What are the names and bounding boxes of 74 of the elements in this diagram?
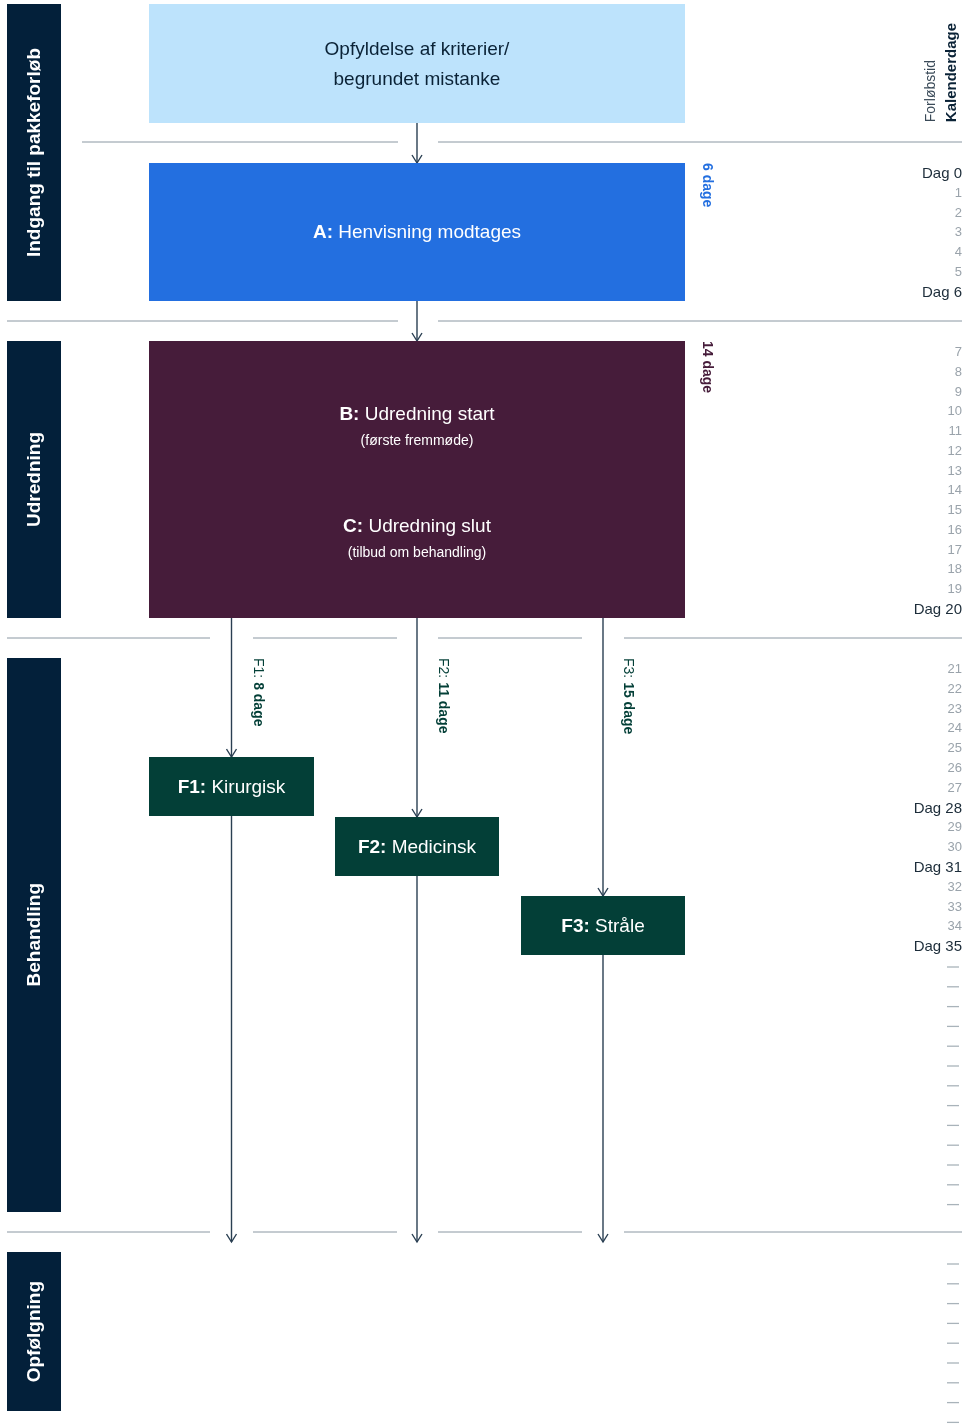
arrow bbox=[597, 954, 609, 1243]
step-title: Opfyldelse af kriterier/ begrundet mistanke bbox=[323, 36, 511, 91]
day-number: 22 bbox=[947, 680, 962, 696]
arrow bbox=[225, 617, 238, 758]
step-title: F1: Kirurgisk bbox=[177, 774, 286, 799]
step-subtitle: (første fremmøde) bbox=[360, 430, 474, 449]
day-number: 16 bbox=[947, 521, 962, 537]
day-number: 25 bbox=[947, 740, 962, 756]
step-title: F2: Medicinsk bbox=[357, 834, 477, 859]
day-number: 18 bbox=[947, 561, 962, 577]
step-title: C: Udredning slut bbox=[343, 513, 491, 538]
phase-title: Opfølgning bbox=[23, 1280, 45, 1383]
phase-band bbox=[7, 1252, 61, 1411]
day-milestone: Dag 0 bbox=[921, 164, 962, 181]
day-number: 3 bbox=[954, 224, 962, 240]
process-box bbox=[149, 757, 314, 816]
day-number: 33 bbox=[947, 898, 962, 914]
day-number: 11 bbox=[948, 423, 962, 439]
edge-label: F3: 15 dage bbox=[621, 658, 637, 735]
arrow bbox=[411, 300, 423, 342]
arrow bbox=[411, 617, 423, 818]
day-number: 9 bbox=[954, 383, 962, 399]
step-title: F3: Stråle bbox=[561, 913, 645, 938]
day-number: 13 bbox=[947, 462, 962, 478]
day-number: 1 bbox=[954, 184, 962, 200]
process-box bbox=[149, 4, 685, 123]
phase-title: Behandling bbox=[23, 883, 45, 987]
column-header: Forløbstid bbox=[922, 59, 938, 122]
day-milestone: Dag 28 bbox=[913, 798, 962, 816]
day-number: 17 bbox=[947, 541, 962, 557]
phase-title: Udredning bbox=[23, 432, 45, 527]
duration-label: 6 dage bbox=[700, 163, 716, 208]
process-box bbox=[335, 817, 499, 876]
day-number: 5 bbox=[954, 264, 962, 279]
day-number: 30 bbox=[947, 839, 962, 855]
day-number: 26 bbox=[947, 760, 962, 775]
arrow bbox=[225, 815, 238, 1243]
day-number: 14 bbox=[947, 482, 962, 498]
day-milestone: Dag 20 bbox=[913, 600, 962, 617]
process-box bbox=[521, 896, 685, 955]
column-header: Kalenderdage bbox=[942, 22, 959, 122]
step-title: A: Henvisning modtages bbox=[312, 220, 522, 244]
day-number: 10 bbox=[947, 403, 962, 419]
day-number: 12 bbox=[947, 442, 962, 458]
day-number: 34 bbox=[947, 918, 962, 934]
day-number: 4 bbox=[954, 244, 962, 260]
day-number: 7 bbox=[954, 344, 962, 359]
phase-band bbox=[7, 341, 61, 618]
step-subtitle: (tilbud om behandling) bbox=[347, 542, 487, 561]
day-number: 19 bbox=[947, 581, 962, 597]
day-number: 32 bbox=[947, 878, 962, 894]
day-milestone: Dag 35 bbox=[913, 937, 962, 955]
day-number: 21 bbox=[947, 661, 962, 676]
arrow bbox=[411, 122, 423, 164]
arrow bbox=[597, 617, 609, 897]
day-number: 8 bbox=[954, 363, 962, 379]
day-milestone: Dag 6 bbox=[921, 282, 962, 300]
day-number: 2 bbox=[954, 204, 962, 220]
phase-band bbox=[7, 4, 61, 301]
day-number: 29 bbox=[947, 819, 962, 835]
process-box bbox=[149, 163, 685, 301]
process-box bbox=[149, 341, 685, 618]
duration-label: 14 dage bbox=[700, 341, 716, 394]
day-number: 27 bbox=[947, 779, 962, 795]
arrow bbox=[411, 875, 423, 1243]
step-title: B: Udredning start bbox=[339, 401, 495, 426]
day-number: 23 bbox=[947, 700, 962, 716]
phase-band bbox=[7, 658, 61, 1212]
edge-label: F2: 11 dage bbox=[436, 658, 452, 734]
day-number: 24 bbox=[947, 720, 962, 736]
edge-label: F1: 8 dage bbox=[251, 658, 267, 727]
day-number: 15 bbox=[947, 502, 962, 518]
phase-title: Indgang til pakkeforløb bbox=[23, 48, 45, 257]
day-milestone: Dag 31 bbox=[913, 858, 962, 875]
